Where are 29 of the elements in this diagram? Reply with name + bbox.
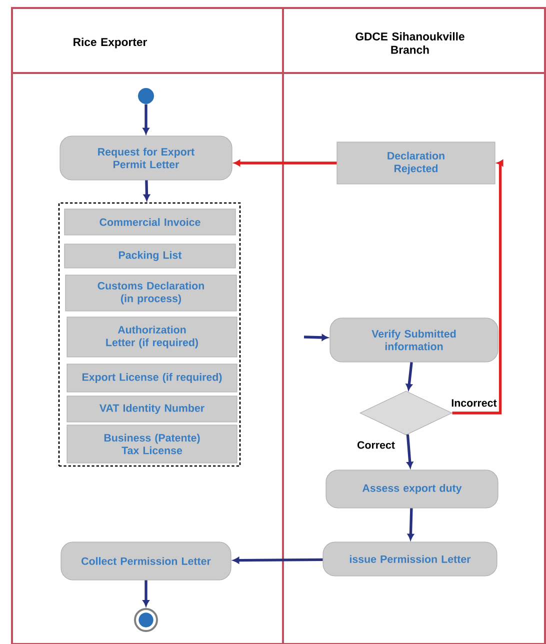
edge-label: Incorrect (450, 398, 498, 408)
arrow (406, 362, 413, 390)
arrow (144, 180, 150, 201)
decision-diamond (359, 390, 452, 436)
end-dot (134, 608, 158, 632)
arrow (452, 160, 504, 414)
document-box: Commercial Invoice (64, 208, 236, 236)
activity-box: Assess export duty (326, 470, 498, 508)
activity-box: issue Permission Letter (322, 542, 498, 576)
arrow (233, 557, 323, 564)
arrow (406, 434, 414, 468)
arrow (408, 508, 414, 540)
document-box: Export License (if required) (66, 364, 238, 392)
start-dot (138, 88, 154, 104)
arrow (304, 334, 328, 341)
document-box: Packing List (64, 244, 236, 268)
activity-box: Request for Export Permit Letter (60, 136, 232, 180)
document-box: VAT Identity Number (66, 396, 238, 422)
activity-box: Verify Submitted information (330, 318, 498, 362)
activity-box: Collect Permission Letter (60, 542, 232, 580)
arrow (142, 580, 150, 606)
document-box: Customs Declaration (in process) (65, 274, 237, 312)
dotted-group-box (58, 202, 241, 467)
document-box: Business (Patente) Tax License (66, 424, 238, 464)
document-box: Authorization Letter (if required) (66, 316, 238, 358)
document-box: Declaration Rejected (336, 142, 496, 184)
edge-label: Correct (356, 440, 396, 450)
arrow (142, 104, 150, 134)
arrow (234, 160, 337, 166)
